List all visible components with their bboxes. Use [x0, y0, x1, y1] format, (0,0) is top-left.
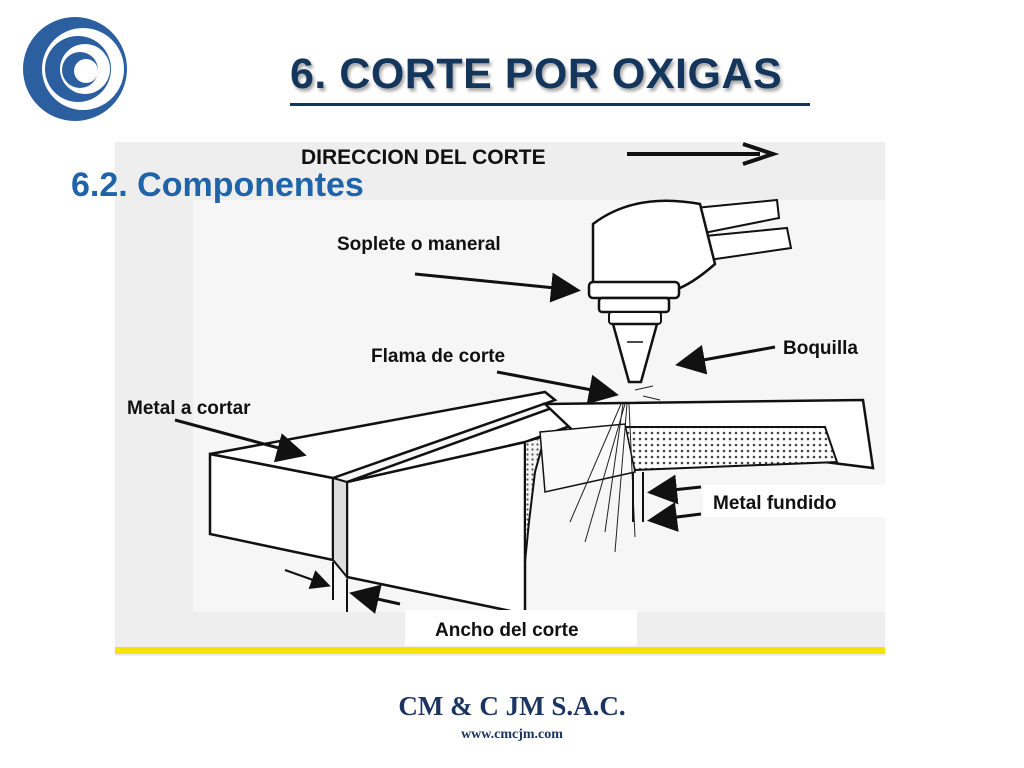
- oxyfuel-cutting-diagram: DIRECCION DEL CORTE: [115, 142, 885, 656]
- company-website[interactable]: www.cmcjm.com: [461, 727, 563, 742]
- company-name: CM & C JM S.A.C.: [398, 691, 626, 721]
- flame-label: Flama de corte: [371, 346, 505, 367]
- accent-bar: [115, 647, 885, 654]
- flame-arrow: [496, 370, 619, 405]
- metal-block-right: [332, 398, 875, 616]
- metal-label: Metal a cortar: [127, 398, 251, 419]
- torch-illustration: [587, 198, 793, 384]
- metal-arrow: [174, 418, 307, 463]
- molten-arrow-upper: [647, 474, 702, 505]
- kerf-arrow-left: [284, 569, 331, 590]
- kerf-arrow-right: [349, 584, 401, 614]
- molten-arrow-lower: [647, 502, 702, 532]
- torch-arrow: [414, 272, 581, 303]
- kerf-label: Ancho del corte: [435, 620, 579, 641]
- molten-metal-label: Metal fundido: [713, 493, 836, 514]
- direction-label: DIRECCION DEL CORTE: [301, 146, 546, 169]
- title-underline: [290, 103, 810, 106]
- section-subtitle: 6.2. Componentes: [71, 166, 364, 204]
- page-title: 6. CORTE POR OXIGAS: [290, 50, 783, 98]
- nozzle-arrow: [675, 344, 776, 375]
- company-logo: [23, 17, 127, 121]
- nozzle-label: Boquilla: [783, 338, 858, 359]
- arrow-right-icon: [627, 142, 780, 166]
- torch-label: Soplete o maneral: [337, 234, 501, 255]
